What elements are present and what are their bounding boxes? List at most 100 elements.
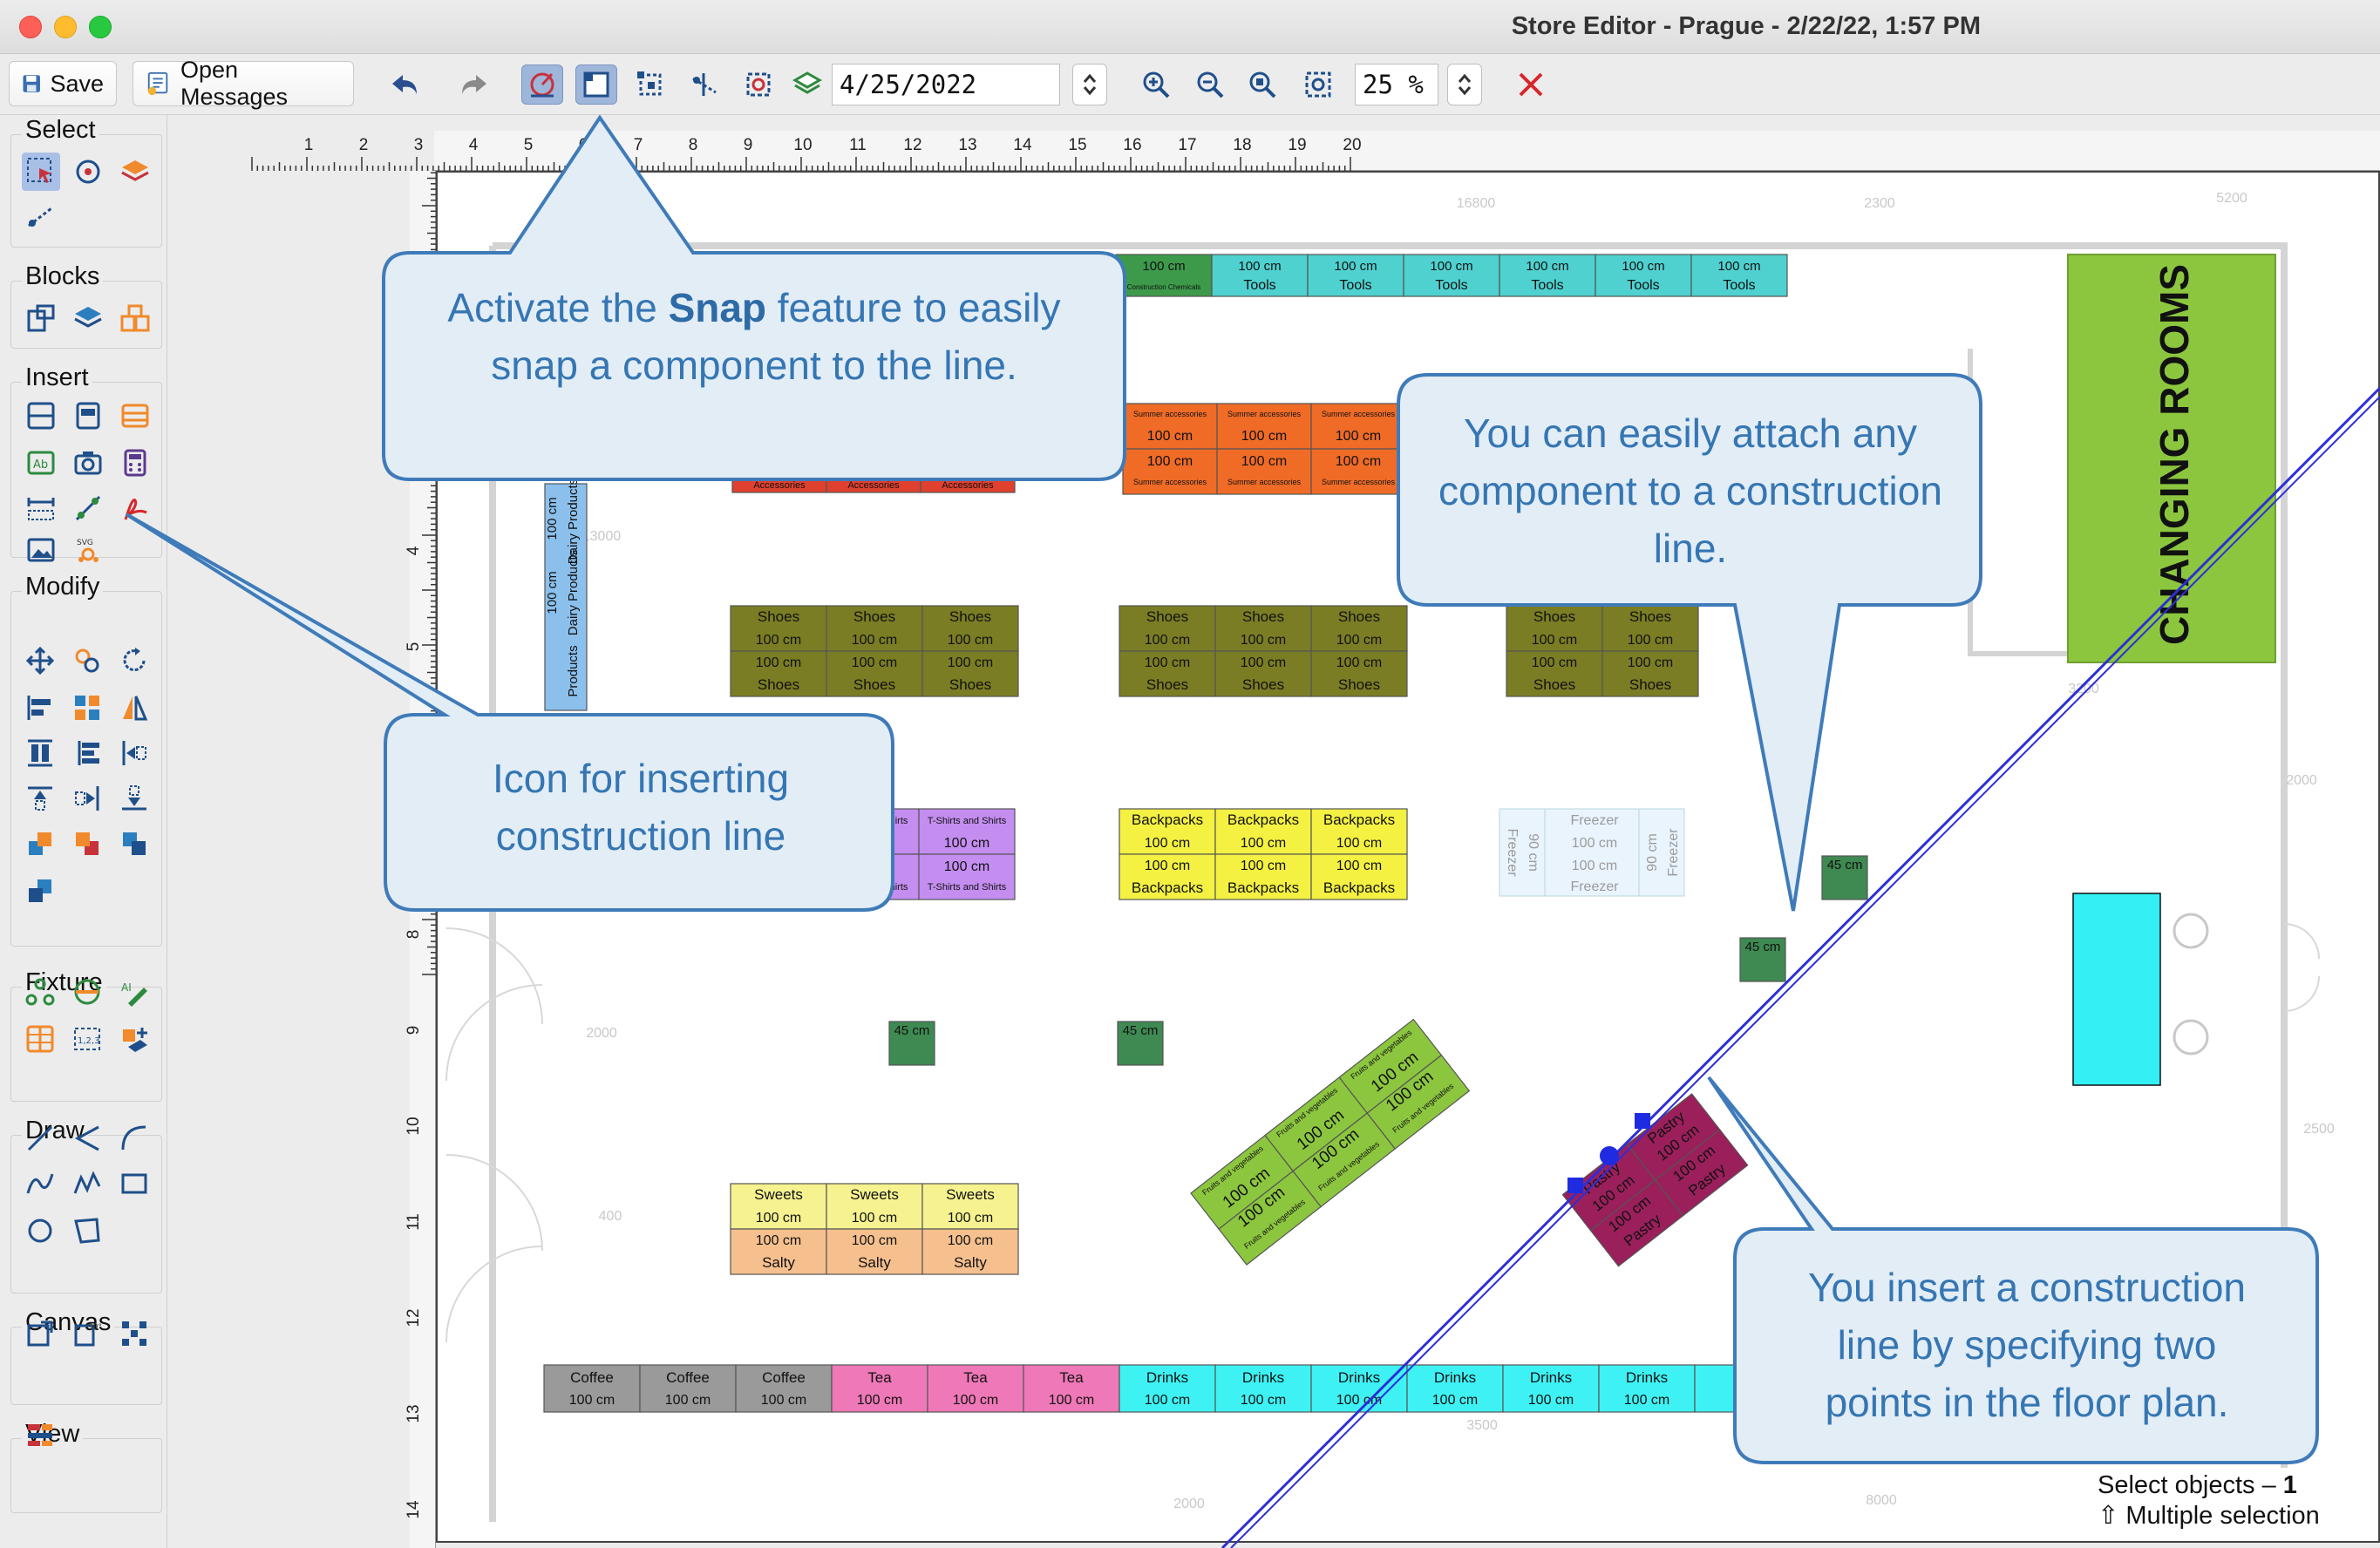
copy-icon — [75, 648, 99, 673]
insert-calculator-tool[interactable] — [116, 444, 154, 482]
draw-polygon-tool[interactable] — [68, 1212, 106, 1250]
insert-svg-tool[interactable]: SVG — [69, 531, 107, 569]
canvas-grid-tool[interactable] — [115, 1314, 153, 1353]
block-stack-tool[interactable] — [69, 299, 107, 337]
align-rows-icon — [78, 741, 99, 765]
zoom-out-button[interactable] — [1189, 64, 1231, 105]
up-down-arrows-icon — [1458, 73, 1472, 96]
move-tool[interactable] — [21, 642, 59, 680]
bring-front-tool[interactable] — [21, 825, 59, 863]
group-title: Insert — [22, 363, 92, 392]
insert-pdf-tool[interactable] — [116, 489, 154, 527]
text-icon: Ab — [27, 451, 55, 475]
insert-table-tool[interactable] — [116, 397, 154, 435]
select-point-tool[interactable] — [69, 153, 107, 191]
grid-icon — [637, 71, 662, 96]
cancel-button[interactable] — [1510, 64, 1552, 105]
group-title: Modify — [22, 573, 104, 601]
svg-text:Ab: Ab — [33, 458, 48, 472]
fixture-numbering-tool[interactable] — [21, 1020, 59, 1058]
distribute-tool[interactable] — [68, 689, 106, 727]
draw-arc-tool[interactable] — [115, 1119, 153, 1158]
select-tool[interactable] — [22, 153, 60, 191]
horizontal-ruler — [434, 131, 2380, 171]
canvas-rotate-tool[interactable]: 90° — [68, 1314, 106, 1353]
insert-shelf-tool[interactable] — [22, 397, 60, 435]
open-messages-button[interactable]: Open Messages — [133, 57, 354, 110]
copy-tool[interactable] — [68, 642, 106, 680]
ruler-label: 2 — [359, 136, 369, 154]
circle-icon — [28, 1219, 52, 1243]
undo-button[interactable] — [384, 64, 425, 105]
grid-button[interactable] — [629, 64, 671, 105]
save-button[interactable]: Save — [9, 61, 117, 106]
insert-fixture-tool[interactable] — [69, 397, 107, 435]
up-down-arrows-icon — [1083, 73, 1097, 96]
fixture-label-tool[interactable]: AI — [115, 973, 153, 1011]
stretch-vertical-tool[interactable] — [21, 734, 59, 772]
fixture-connect-tool[interactable] — [21, 973, 59, 1011]
insert-photo-tool[interactable] — [69, 444, 107, 482]
svg-icon: SVG — [77, 539, 99, 562]
draw-circle-tool[interactable] — [21, 1212, 59, 1250]
arc-icon — [121, 1125, 146, 1151]
push-left-tool[interactable] — [115, 734, 153, 772]
callout-snap-text: Activate the Snap feature to easily snap… — [410, 279, 1098, 394]
select-construction-tool[interactable] — [22, 198, 60, 236]
bring-forward-tool[interactable] — [115, 825, 153, 863]
push-down-tool[interactable] — [115, 779, 153, 818]
draw-rectangle-tool[interactable] — [115, 1164, 153, 1203]
zoom-stepper[interactable] — [1447, 64, 1482, 105]
date-field[interactable]: 4/25/2022 — [832, 64, 1060, 105]
select-layer-tool[interactable] — [116, 153, 154, 191]
layers-button[interactable] — [786, 64, 828, 105]
block-group-tool[interactable] — [116, 299, 154, 337]
insert-dimension-tool[interactable] — [22, 489, 60, 527]
insert-construction-line-tool[interactable] — [69, 489, 107, 527]
zoom-in-button[interactable] — [1135, 64, 1177, 105]
block-create-tool[interactable] — [22, 299, 60, 337]
rectangle-icon — [121, 1173, 147, 1194]
group-title: Select — [22, 116, 99, 145]
redo-button[interactable] — [453, 64, 495, 105]
add-products-icon — [123, 1028, 147, 1052]
push-right-tool[interactable] — [68, 779, 106, 818]
zoom-window-button[interactable] — [89, 16, 112, 38]
stretch-vertical-icon — [28, 739, 52, 767]
zoom-fit-button[interactable] — [1241, 64, 1283, 105]
construction-button[interactable] — [683, 64, 725, 105]
fixture-sequence-tool[interactable]: 1,2,3 — [68, 1020, 106, 1058]
fixture-add-products-tool[interactable] — [115, 1020, 153, 1058]
close-icon — [1519, 72, 1543, 97]
snap-button[interactable] — [575, 64, 617, 105]
align-left-tool[interactable] — [21, 689, 59, 727]
target-button[interactable] — [738, 64, 779, 105]
minimize-window-button[interactable] — [54, 16, 77, 38]
zoom-selection-button[interactable] — [1297, 64, 1339, 105]
draw-polyline-tool[interactable] — [68, 1119, 106, 1158]
send-back-tool[interactable] — [68, 825, 106, 863]
draw-freehand-tool[interactable] — [68, 1164, 106, 1203]
canvas-group: Canvas — [10, 1308, 162, 1405]
push-up-tool[interactable] — [21, 779, 59, 818]
snap-angle-icon — [530, 72, 554, 98]
mirror-tool[interactable] — [115, 689, 153, 727]
insert-image-tool[interactable] — [22, 531, 60, 569]
zoom-level-field[interactable]: 25 % — [1355, 64, 1438, 105]
fixture-face-tool[interactable] — [68, 973, 106, 1011]
align-rows-tool[interactable] — [68, 734, 106, 772]
insert-text-tool[interactable]: Ab — [22, 444, 60, 482]
send-backward-tool[interactable] — [21, 872, 59, 910]
snap-angle-button[interactable] — [521, 64, 563, 105]
connect-icon — [25, 978, 55, 1006]
group-title: Draw — [22, 1117, 88, 1145]
draw-curve-tool[interactable] — [21, 1164, 59, 1203]
crosshair-icon — [76, 160, 100, 184]
label-edit-icon: AI — [121, 981, 147, 1007]
close-window-button[interactable] — [19, 16, 42, 38]
rotate-tool[interactable] — [115, 642, 153, 680]
draw-line-tool[interactable] — [21, 1119, 59, 1158]
canvas-size-tool[interactable] — [21, 1314, 59, 1353]
date-stepper[interactable] — [1072, 64, 1107, 105]
view-layers-tool[interactable] — [21, 1416, 59, 1454]
